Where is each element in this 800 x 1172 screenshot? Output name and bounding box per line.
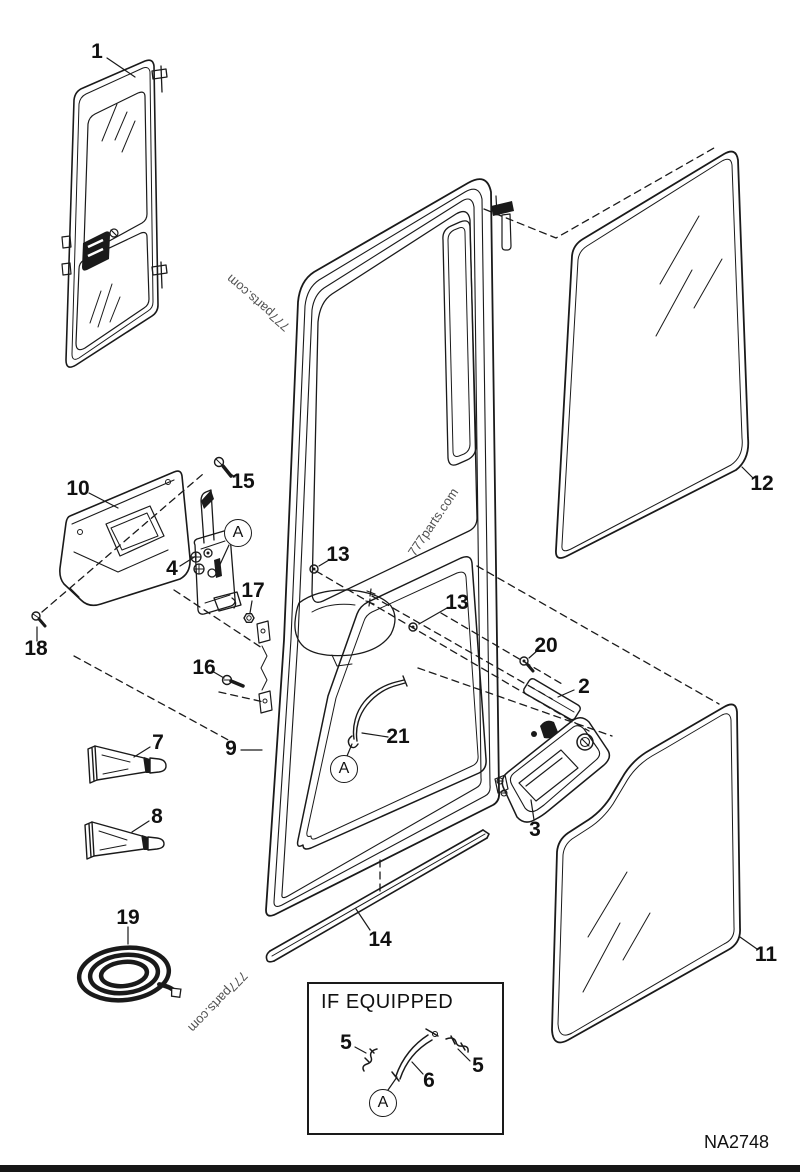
detail-marker-a-inset: A bbox=[369, 1089, 397, 1117]
callout-5a: 5 bbox=[340, 1031, 352, 1054]
frame-pins bbox=[365, 588, 376, 607]
bottom-edge-bar bbox=[0, 1165, 800, 1172]
detail-marker-a-latch: A bbox=[224, 519, 252, 547]
nut-17 bbox=[243, 613, 255, 623]
callout-1: 1 bbox=[91, 40, 103, 63]
callout-9: 9 bbox=[225, 737, 237, 760]
cover-bracket-part10 bbox=[59, 470, 191, 607]
door-handle-part3 bbox=[494, 717, 611, 823]
callout-7: 7 bbox=[152, 731, 164, 754]
seal-strip-part14 bbox=[265, 829, 490, 963]
if-equipped-parts bbox=[362, 1028, 469, 1082]
callout-13b: 13 bbox=[445, 591, 469, 614]
callout-14: 14 bbox=[368, 928, 392, 951]
callout-17: 17 bbox=[241, 579, 265, 602]
callout-19: 19 bbox=[116, 906, 140, 929]
if-equipped-box: IF EQUIPPED bbox=[307, 982, 504, 1135]
callout-8: 8 bbox=[151, 805, 163, 828]
sealant-tube-part8 bbox=[84, 821, 165, 860]
callout-20: 20 bbox=[534, 634, 558, 657]
callout-15: 15 bbox=[231, 470, 255, 493]
screw-16 bbox=[221, 674, 245, 688]
callout-4: 4 bbox=[166, 557, 178, 580]
screw-13a bbox=[309, 564, 319, 574]
dashed-alignment-lines bbox=[41, 147, 720, 893]
glass-panel-part12 bbox=[555, 150, 750, 559]
callout-10: 10 bbox=[66, 477, 90, 500]
sealant-tube-part7 bbox=[87, 745, 167, 784]
callout-11: 11 bbox=[754, 943, 778, 966]
rod-6 bbox=[391, 1028, 439, 1082]
seal-coil-part19 bbox=[76, 945, 182, 1003]
glass-panel-part11 bbox=[551, 703, 741, 1044]
callout-5b: 5 bbox=[472, 1054, 484, 1077]
screw-18 bbox=[31, 611, 47, 628]
figure-code: NA2748 bbox=[704, 1132, 770, 1152]
detail-marker-a-rod: A bbox=[330, 755, 358, 783]
screw-13b bbox=[408, 622, 418, 632]
clip-5-left bbox=[362, 1048, 378, 1072]
latch-assembly-part4 bbox=[190, 489, 242, 615]
callout-13a: 13 bbox=[326, 543, 350, 566]
callout-16: 16 bbox=[192, 656, 216, 679]
callout-21: 21 bbox=[386, 725, 410, 748]
screw-20 bbox=[519, 656, 535, 673]
callout-18: 18 bbox=[24, 637, 48, 660]
door-frame-part9 bbox=[256, 178, 514, 917]
callout-6: 6 bbox=[423, 1069, 435, 1092]
leader-lines bbox=[36, 57, 758, 1091]
callout-2: 2 bbox=[578, 675, 590, 698]
callout-12: 12 bbox=[750, 472, 774, 495]
if-equipped-title: IF EQUIPPED bbox=[321, 991, 454, 1013]
door-assembly-part1 bbox=[61, 59, 168, 368]
screw-15 bbox=[213, 456, 233, 478]
fasteners bbox=[31, 456, 535, 688]
latch-rod-part21 bbox=[347, 675, 408, 749]
clip-5-right bbox=[445, 1035, 469, 1053]
callout-3: 3 bbox=[529, 818, 541, 841]
